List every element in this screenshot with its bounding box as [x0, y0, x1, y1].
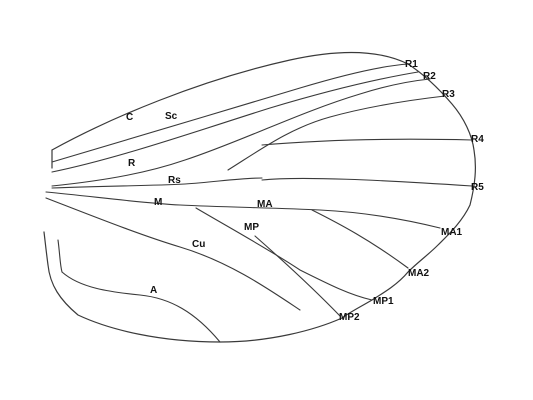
label-mp1: MP1 [373, 296, 394, 307]
vein-radial-sector [51, 177, 263, 189]
label-sc: Sc [165, 111, 178, 122]
vein-labels: C Sc R Rs M MA MP Cu A R1 R2 R3 R4 R5 MA… [126, 59, 484, 323]
label-m: M [154, 197, 162, 208]
label-mp2: MP2 [339, 312, 360, 323]
vein-mp [195, 207, 373, 301]
vein-r5 [261, 177, 473, 187]
label-ma1: MA1 [441, 227, 463, 238]
label-r3: R3 [442, 89, 455, 100]
vein-r3 [227, 95, 446, 171]
label-r: R [128, 158, 136, 169]
label-mp: MP [244, 222, 259, 233]
label-ma: MA [257, 199, 273, 210]
label-a: A [150, 285, 157, 296]
label-rs: Rs [168, 175, 181, 186]
vein-cubitus [45, 197, 301, 311]
label-ma2: MA2 [408, 268, 430, 279]
vein-ma [311, 209, 409, 269]
vein-anal [61, 271, 221, 343]
vein-mp2 [254, 235, 341, 317]
vein-costa [51, 63, 409, 163]
label-r2: R2 [423, 71, 436, 82]
label-cu: Cu [192, 239, 205, 250]
wing-outline [43, 51, 476, 343]
wing-anterior-margin [43, 51, 476, 343]
label-r1: R1 [405, 59, 418, 70]
label-r4: R4 [471, 134, 484, 145]
vein-anal-base [57, 239, 63, 273]
vein-media [45, 191, 441, 229]
vein-r4 [261, 138, 473, 146]
vein-subcosta [51, 71, 419, 173]
label-c: C [126, 112, 133, 123]
vein-radius [51, 78, 431, 187]
label-r5: R5 [471, 182, 484, 193]
